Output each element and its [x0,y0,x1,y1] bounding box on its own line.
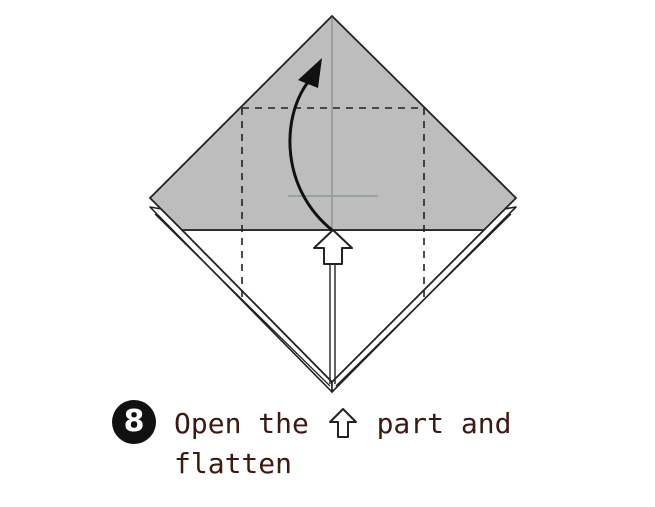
push-up-arrow-icon [313,229,353,265]
back-layer-edge-right [335,213,512,387]
back-layer-edge-left [154,213,331,387]
push-up-arrow-icon [328,408,357,438]
step-number-badge: 8 [112,400,156,444]
instruction-text-before-icon: Open the [174,407,309,440]
instruction-line-1: Open the part and [174,404,634,444]
instruction-text: Open the part and flatten [174,404,634,484]
dashed-fold-guides [241,107,425,298]
curved-lift-arrow [288,81,333,232]
paper-grey-upper-part [149,15,517,231]
curved-lift-arrow-head [298,58,322,88]
instruction-text-after-icon: part and [376,407,512,440]
instruction-line-2: flatten [174,447,293,480]
